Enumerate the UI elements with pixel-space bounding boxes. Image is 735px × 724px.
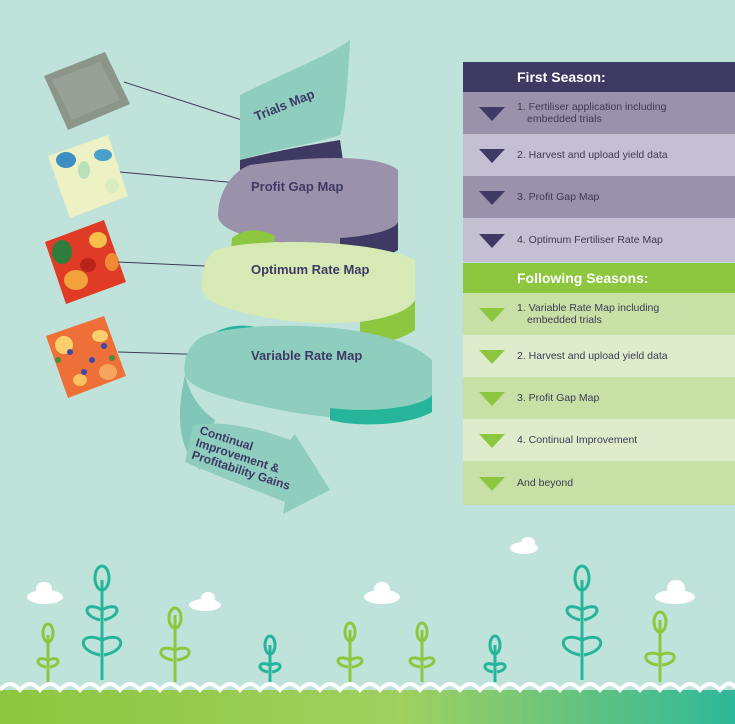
first-season-step-1: 1. Fertiliser application including embe… [463, 92, 735, 134]
plants [81, 564, 603, 682]
down-triangle-icon [479, 350, 505, 364]
down-triangle-icon [479, 234, 505, 248]
step-text-line-2: embedded trials [527, 314, 602, 326]
step-text-line-1: 1. Variable Rate Map including [517, 302, 660, 314]
first-season-panel: First Season: 1. Fertiliser application … [463, 62, 735, 262]
spiral-ribbon [180, 40, 432, 470]
first-season-step-3: 3. Profit Gap Map [463, 176, 735, 218]
following-step-1: 1. Variable Rate Map including embedded … [463, 293, 735, 335]
optimum-rate-map-label: Optimum Rate Map [251, 262, 370, 277]
following-seasons-title: Following Seasons: [517, 270, 649, 286]
down-triangle-icon [479, 191, 505, 205]
variable-rate-map-label: Variable Rate Map [251, 348, 363, 363]
optimum-rate-map-thumbnail [45, 220, 126, 304]
profit-gap-map-label: Profit Gap Map [251, 179, 344, 194]
following-step-2: 2. Harvest and upload yield data [463, 335, 735, 377]
first-season-title: First Season: [517, 69, 606, 85]
step-text: 4. Optimum Fertiliser Rate Map [517, 234, 663, 246]
step-text-line-1: 1. Fertiliser application including [517, 101, 667, 113]
following-seasons-panel: Following Seasons: 1. Variable Rate Map … [463, 263, 735, 505]
down-triangle-icon [479, 477, 505, 491]
step-text: 1. Fertiliser application including embe… [517, 101, 727, 125]
down-triangle-icon [479, 392, 505, 406]
step-text: And beyond [517, 477, 574, 489]
first-season-step-2: 2. Harvest and upload yield data [463, 134, 735, 176]
continual-improvement-arrow [185, 423, 330, 514]
variable-rate-map-thumbnail [46, 316, 126, 398]
plants-green [36, 606, 676, 682]
first-season-header: First Season: [463, 62, 735, 92]
step-text-line-2: embedded trials [527, 113, 602, 125]
step-text: 1. Variable Rate Map including embedded … [517, 302, 727, 326]
ground [0, 690, 735, 724]
down-triangle-icon [479, 107, 505, 121]
step-text: 2. Harvest and upload yield data [517, 149, 668, 161]
down-triangle-icon [479, 434, 505, 448]
first-season-step-4: 4. Optimum Fertiliser Rate Map [463, 218, 735, 262]
trials-map-thumbnail [44, 52, 130, 130]
down-triangle-icon [479, 308, 505, 322]
following-step-4: 4. Continual Improvement [463, 419, 735, 461]
step-text: 4. Continual Improvement [517, 434, 638, 446]
clouds [27, 537, 695, 611]
step-text: 2. Harvest and upload yield data [517, 350, 668, 362]
step-text: 3. Profit Gap Map [517, 191, 600, 203]
following-step-3: 3. Profit Gap Map [463, 377, 735, 419]
following-step-5: And beyond [463, 461, 735, 505]
ground-edge [0, 681, 735, 694]
profit-gap-map-thumbnail [48, 135, 128, 218]
step-text: 3. Profit Gap Map [517, 392, 600, 404]
following-seasons-header: Following Seasons: [463, 263, 735, 293]
down-triangle-icon [479, 149, 505, 163]
